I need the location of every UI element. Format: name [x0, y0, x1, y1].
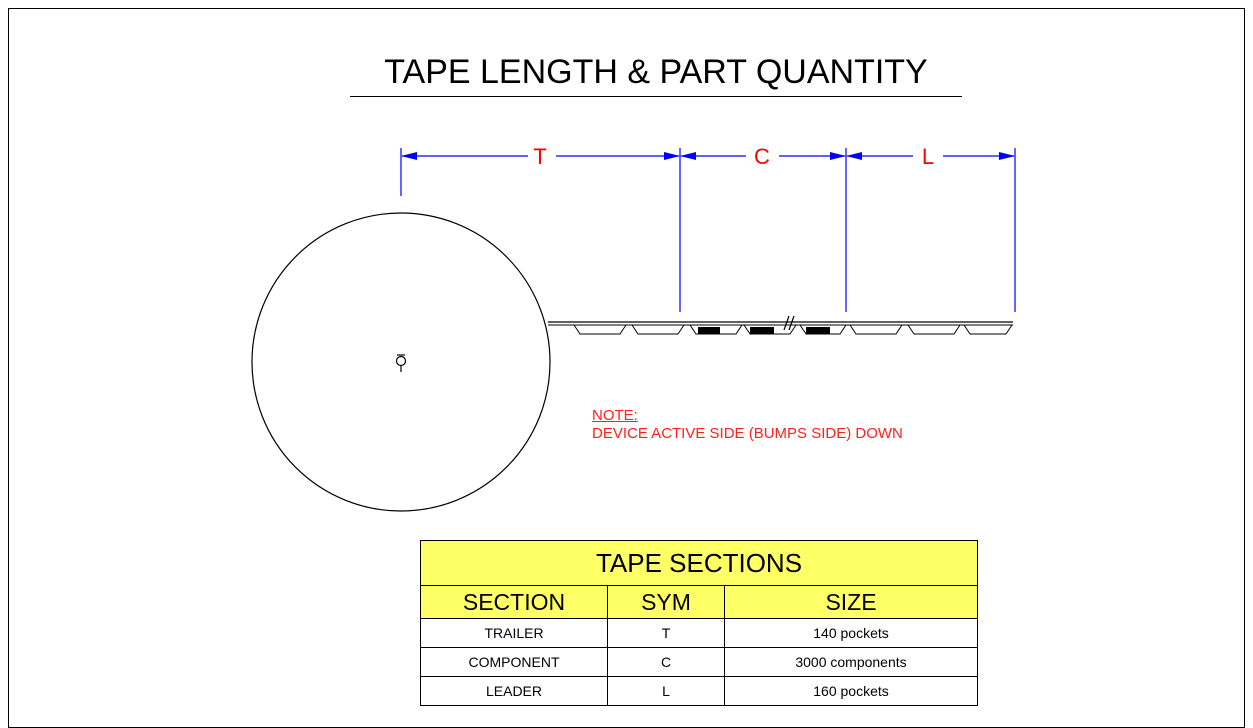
- dimension-label-component: C: [754, 144, 770, 169]
- table-header-row: SECTION SYM SIZE: [420, 585, 978, 619]
- title-underline: [350, 96, 962, 97]
- tape-pocket-empty: [849, 324, 903, 335]
- table-row: LEADER L 160 pockets: [420, 676, 978, 706]
- cell-size: 140 pockets: [724, 618, 978, 648]
- cell-section: COMPONENT: [420, 647, 608, 677]
- table-caption: TAPE SECTIONS: [420, 540, 978, 586]
- cell-sym: L: [607, 676, 725, 706]
- note-block: NOTE: DEVICE ACTIVE SIDE (BUMPS SIDE) DO…: [592, 407, 903, 443]
- column-header-section: SECTION: [420, 585, 608, 619]
- reel-hub-icon: [395, 354, 407, 372]
- tape-reel-diagram: T C L: [251, 144, 1016, 512]
- dimension-leader: L: [846, 144, 1015, 169]
- table-row: TRAILER T 140 pockets: [420, 618, 978, 648]
- cell-section: TRAILER: [420, 618, 608, 648]
- note-text: DEVICE ACTIVE SIDE (BUMPS SIDE) DOWN: [592, 425, 903, 442]
- tape-break-icon: [783, 315, 795, 331]
- cell-size: 160 pockets: [724, 676, 978, 706]
- cell-sym: T: [607, 618, 725, 648]
- dimension-label-leader: L: [922, 144, 934, 169]
- cell-size: 3000 components: [724, 647, 978, 677]
- dimension-trailer: T: [401, 144, 680, 169]
- drawing-title: TAPE LENGTH & PART QUANTITY: [384, 53, 928, 91]
- tape-pocket-empty: [573, 324, 627, 335]
- dimension-component: C: [680, 144, 846, 169]
- tape-pocket-empty: [963, 324, 1013, 335]
- tape-pocket-empty: [631, 324, 685, 335]
- table-row: COMPONENT C 3000 components: [420, 647, 978, 677]
- reel-circle: [251, 212, 551, 512]
- tape-pocket-empty: [907, 324, 961, 335]
- column-header-sym: SYM: [607, 585, 725, 619]
- cell-sym: C: [607, 647, 725, 677]
- column-header-size: SIZE: [724, 585, 978, 619]
- note-heading: NOTE:: [592, 407, 638, 424]
- dimension-label-trailer: T: [533, 144, 546, 169]
- cell-section: LEADER: [420, 676, 608, 706]
- tape-sections-table: TAPE SECTIONS SECTION SYM SIZE TRAILER T…: [420, 540, 978, 706]
- carrier-tape: [548, 315, 1013, 335]
